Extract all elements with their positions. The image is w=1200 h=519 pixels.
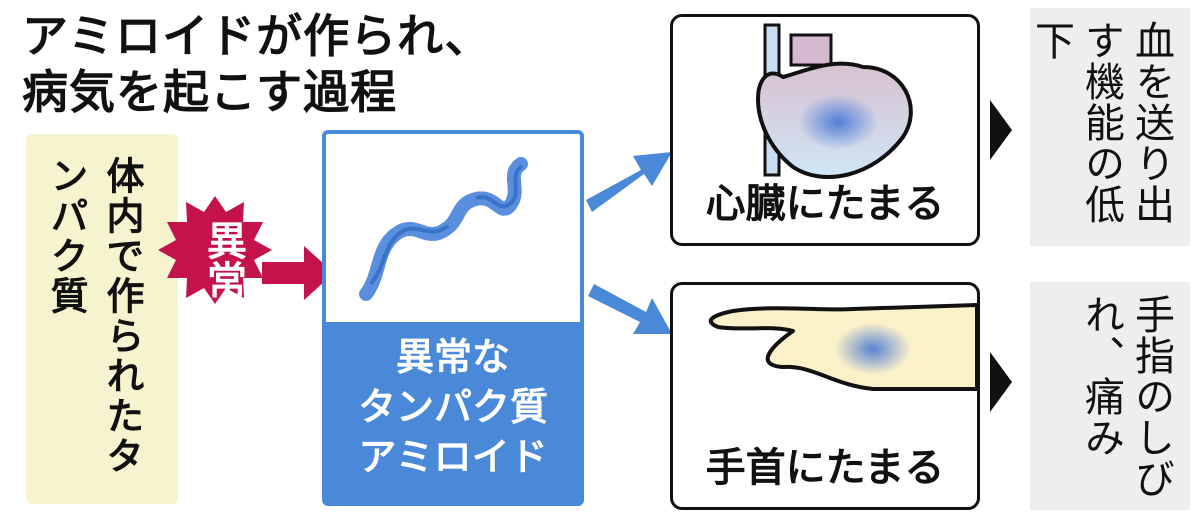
title-line-2: 病気を起こす過程 <box>22 65 398 119</box>
amyloid-fibril-illustration <box>359 157 528 301</box>
diagram-title: アミロイドが作られ、 病気を起こす過程 <box>22 8 492 120</box>
amyloid-box: 異常な タンパク質 アミロイド <box>322 130 584 506</box>
wrist-box: 手首にたまる <box>670 282 980 510</box>
title-line-1: アミロイドが作られ、 <box>22 9 492 63</box>
wrist-result-arrowhead <box>990 352 1012 412</box>
heart-illustration <box>756 23 913 179</box>
abnormal-label: 異常 <box>200 220 246 300</box>
wrist-result-box: 手指のしびれ、痛み <box>1030 282 1190 510</box>
heart-caption: 心臓にたまる <box>705 181 945 227</box>
amyloid-label-line-3: アミロイド <box>358 435 548 479</box>
blue-arrow-to-heart <box>586 152 672 212</box>
amyloid-label-line-1: 異常な <box>395 335 510 379</box>
heart-box: 心臓にたまる <box>670 14 980 246</box>
heart-result-arrowhead <box>990 100 1012 160</box>
wrist-result-text: 手指のしびれ、痛み <box>1078 294 1174 499</box>
source-protein-box: 体内で作られたタンパク質 <box>26 134 178 504</box>
red-arrow <box>262 246 334 300</box>
heart-result-text: 血を送り出す機能の低下 <box>1028 20 1174 225</box>
source-protein-label: 体内で作られたタンパク質 <box>44 156 144 476</box>
abnormal-burst <box>158 196 272 304</box>
heart-result-box: 血を送り出す機能の低下 <box>1028 8 1190 246</box>
amyloid-label: 異常な タンパク質 アミロイド <box>326 322 580 502</box>
amyloid-label-line-2: タンパク質 <box>357 385 548 429</box>
blue-arrow-to-wrist <box>588 284 672 334</box>
wrist-caption: 手首にたまる <box>705 445 945 491</box>
wrist-hand-illustration <box>708 303 977 391</box>
